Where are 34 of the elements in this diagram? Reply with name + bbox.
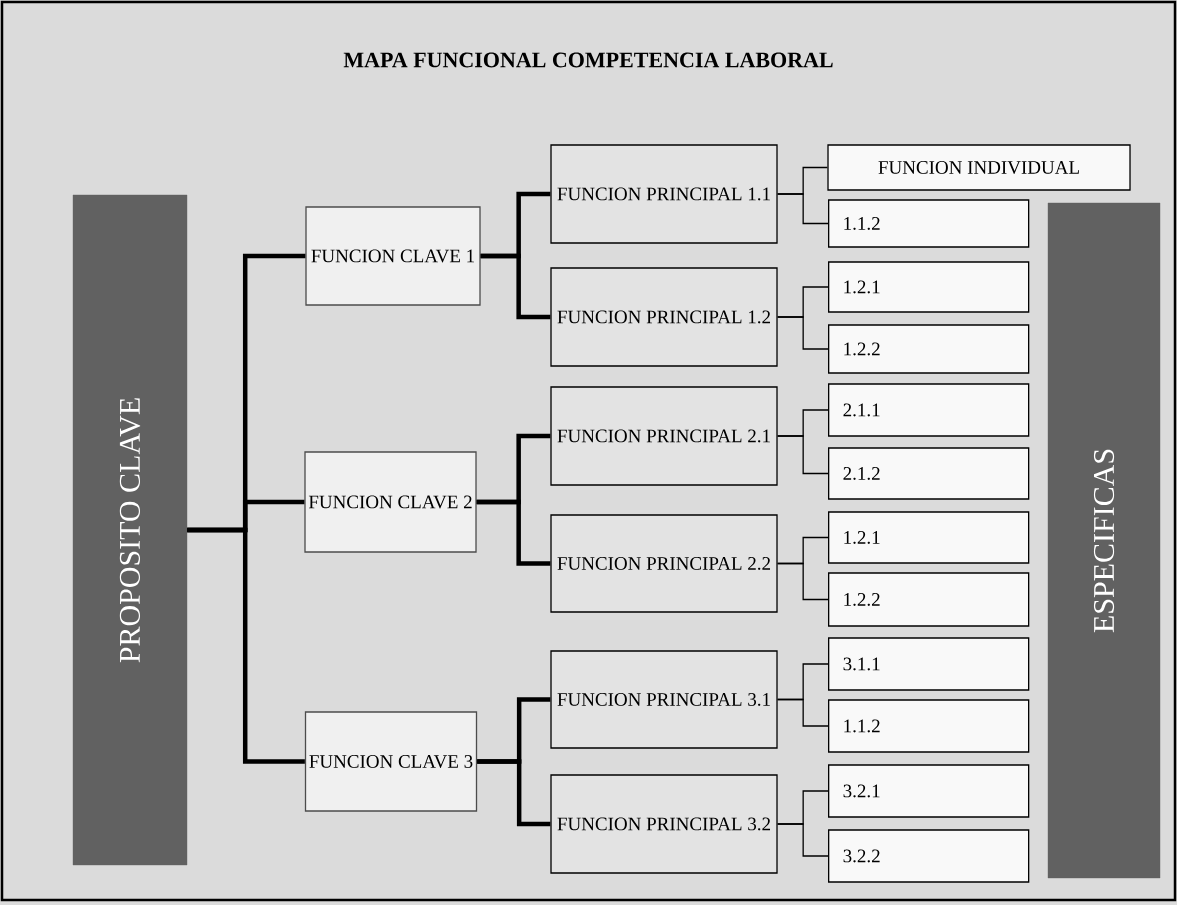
main-function-box: FUNCION PRINCIPAL 3.1	[550, 650, 778, 749]
connector-line	[777, 193, 829, 225]
connector-line	[777, 316, 829, 350]
sub-function-box: 1.1.2	[828, 699, 1030, 753]
connector-line	[777, 698, 829, 727]
sub-function-box: 1.2.2	[828, 324, 1030, 374]
sub-function-box: 1.1.2	[828, 199, 1030, 248]
sub-function-box: 1.2.1	[828, 261, 1030, 313]
main-function-box: FUNCION PRINCIPAL 2.2	[550, 514, 778, 613]
sub-function-box: 3.2.2	[828, 829, 1030, 883]
vertical-banner: ESPECIFICAS	[1047, 202, 1161, 879]
sub-function-box: 2.1.1	[828, 383, 1030, 437]
connector-line	[777, 823, 829, 857]
sub-function-box: 1.2.2	[828, 572, 1030, 627]
vertical-banner: PROPOSITO CLAVE	[72, 194, 188, 866]
connector-line	[480, 253, 551, 320]
connector-line	[187, 527, 305, 764]
connector-line	[476, 499, 551, 566]
title: MAPA FUNCIONAL COMPETENCIA LABORAL	[343, 52, 833, 68]
key-function-box: FUNCION CLAVE 1	[305, 206, 481, 306]
sub-function-box: 2.1.2	[828, 447, 1030, 500]
sub-function-box: 3.1.1	[828, 637, 1030, 691]
sub-function-box: 3.2.1	[828, 764, 1030, 818]
connector-line	[777, 435, 829, 475]
main-function-box: FUNCION PRINCIPAL 2.1	[550, 386, 778, 486]
main-function-box: FUNCION PRINCIPAL 1.2	[550, 267, 778, 367]
main-function-box: FUNCION PRINCIPAL 1.1	[550, 144, 778, 244]
sub-function-box: FUNCION INDIVIDUAL	[827, 144, 1131, 191]
key-function-box: FUNCION CLAVE 2	[304, 451, 477, 553]
connector-line	[477, 759, 551, 827]
sub-function-box: 1.2.1	[828, 511, 1030, 564]
connector-line	[777, 562, 829, 601]
main-function-box: FUNCION PRINCIPAL 3.2	[550, 774, 778, 874]
key-function-box: FUNCION CLAVE 3	[304, 711, 478, 812]
